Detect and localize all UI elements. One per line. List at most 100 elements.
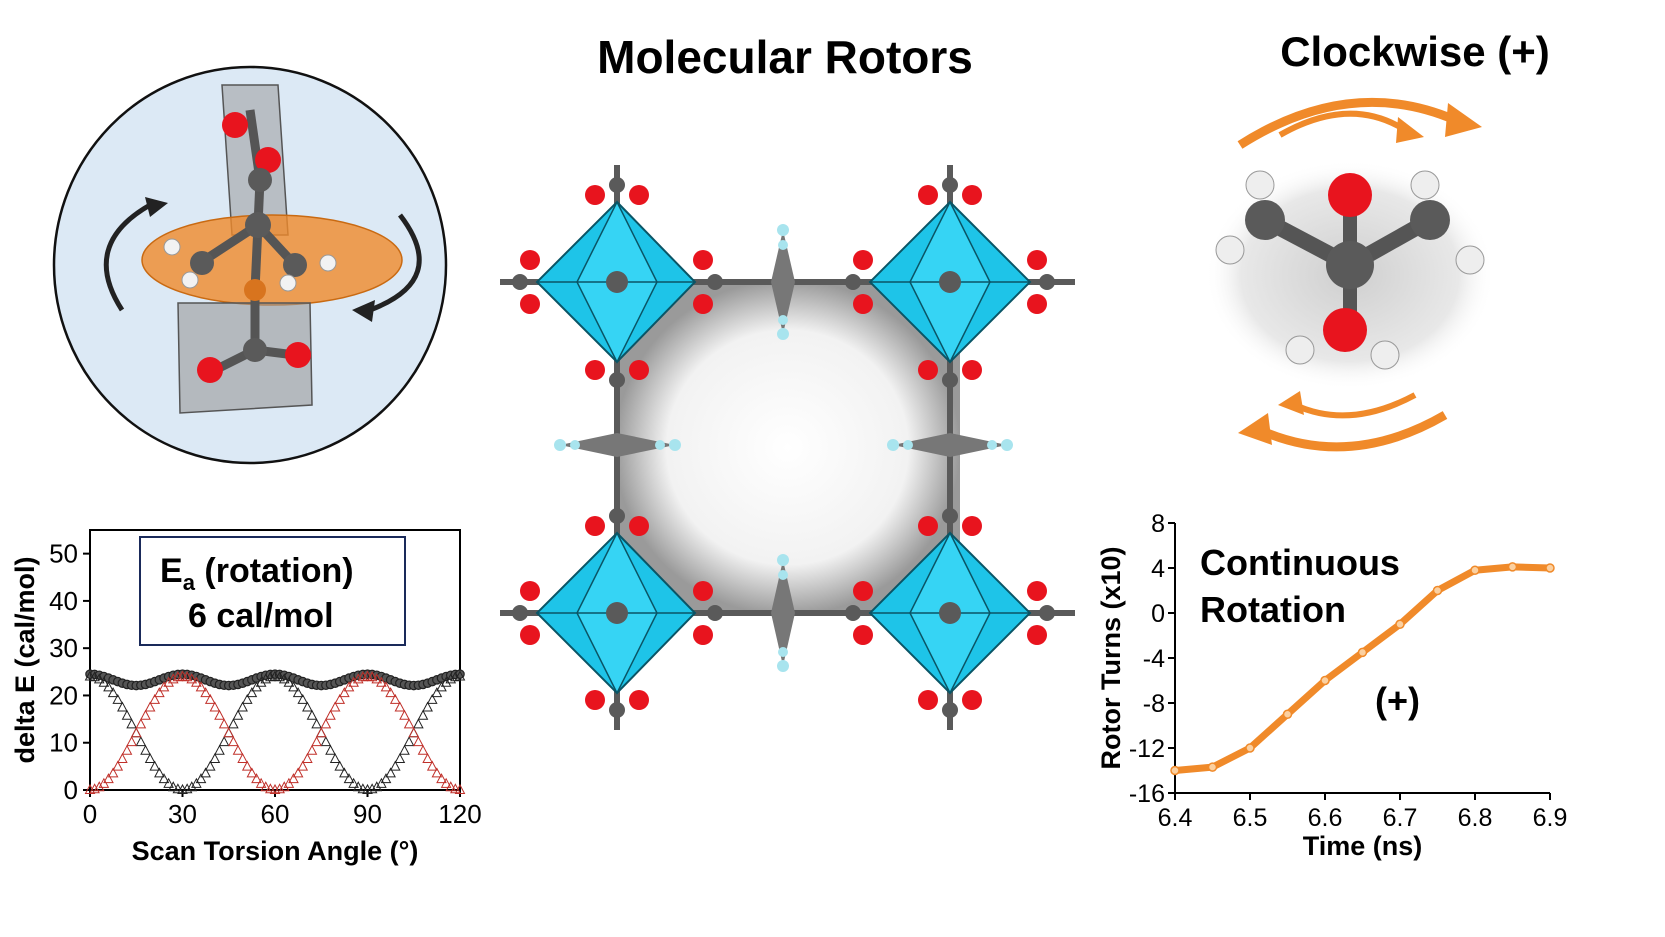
data-point: [329, 701, 341, 712]
data-point: [107, 767, 119, 778]
rotor-sphere-illustration: [52, 65, 448, 465]
data-point: [436, 773, 447, 784]
energy-label-line1: Ea (rotation): [160, 552, 354, 595]
x-tick-label: 120: [438, 799, 481, 829]
energy-label-box: [139, 536, 406, 646]
data-point: [98, 676, 110, 687]
data-point: [89, 783, 100, 794]
data-point: [297, 760, 309, 771]
y-tick-label: -12: [1129, 735, 1165, 763]
data-point: [163, 777, 174, 788]
data-point: [348, 676, 359, 687]
data-point: [154, 767, 165, 778]
linker-rotor-bottom: [771, 554, 795, 672]
data-point: [121, 709, 133, 720]
metal-cluster: [512, 177, 723, 388]
data-point: [117, 752, 128, 764]
data-point: [1507, 562, 1518, 572]
metal-cluster: [845, 177, 1055, 388]
linker-rotor-left: [554, 433, 681, 457]
y-tick-label: 0: [1151, 600, 1165, 628]
data-point: [274, 671, 285, 682]
y-axis-label: Rotor Turns (x10): [1096, 546, 1126, 769]
data-point: [339, 767, 350, 778]
data-point: [278, 781, 290, 792]
data-point: [278, 673, 290, 684]
data-point: [389, 693, 401, 704]
data-point: [241, 760, 253, 771]
data-point: [1245, 743, 1255, 753]
metal-cluster: [845, 508, 1055, 718]
data-point: [288, 681, 299, 692]
data-point: [1170, 765, 1180, 776]
data-point: [1357, 647, 1368, 658]
y-tick-label: 30: [49, 633, 78, 663]
data-point: [454, 783, 466, 794]
data-point: [218, 718, 230, 729]
data-point: [440, 777, 452, 788]
data-point: [93, 673, 105, 684]
rotation-label-line2: Rotation: [1200, 589, 1346, 630]
data-point: [417, 744, 429, 755]
data-point: [385, 687, 396, 698]
data-point: [403, 718, 415, 729]
data-point: [306, 709, 318, 720]
data-point: [352, 673, 364, 684]
linker-rotor-right: [887, 433, 1013, 457]
data-point: [1545, 563, 1555, 573]
data-point: [228, 736, 239, 747]
data-point: [366, 783, 378, 794]
data-point: [191, 676, 202, 687]
linker-rotor-top: [771, 224, 795, 340]
data-point: [417, 709, 429, 720]
data-point: [302, 701, 313, 712]
data-point: [311, 736, 322, 747]
data-point: [204, 760, 216, 771]
data-point: [214, 744, 225, 755]
data-point: [135, 718, 147, 729]
data-point: [260, 673, 272, 684]
data-point: [144, 752, 156, 764]
data-point: [274, 783, 285, 794]
data-point: [200, 767, 211, 778]
data-point: [218, 736, 230, 747]
data-point: [204, 693, 216, 704]
data-point: [408, 727, 420, 738]
data-point: [394, 701, 406, 712]
data-point: [385, 767, 396, 778]
y-tick-label: 4: [1151, 555, 1165, 583]
data-point: [167, 673, 179, 684]
data-point: [389, 760, 401, 771]
data-point: [181, 671, 193, 682]
data-point: [117, 701, 128, 712]
data-point: [306, 744, 318, 755]
data-point: [422, 752, 433, 764]
x-tick-label: 6.7: [1383, 804, 1418, 832]
data-point: [103, 681, 114, 692]
data-point: [1282, 709, 1293, 719]
data-point: [214, 709, 225, 720]
data-point: [149, 693, 161, 704]
data-point: [103, 773, 114, 784]
data-point: [255, 676, 267, 687]
data-point: [315, 727, 327, 738]
data-point: [135, 736, 147, 747]
y-tick-label: 20: [49, 680, 78, 710]
data-point: [343, 773, 355, 784]
y-tick-label: -8: [1143, 690, 1165, 718]
x-tick-label: 0: [83, 799, 97, 829]
data-point: [413, 736, 424, 747]
x-tick-label: 60: [261, 799, 290, 829]
data-point: [195, 681, 207, 692]
data-point: [1395, 619, 1405, 629]
data-point: [1432, 585, 1443, 596]
data-point: [209, 701, 221, 712]
data-point: [223, 727, 235, 738]
y-tick-label: -4: [1143, 645, 1165, 673]
data-point: [311, 718, 322, 729]
data-point: [325, 709, 336, 720]
data-point: [149, 760, 161, 771]
x-tick-label: 6.6: [1308, 804, 1343, 832]
